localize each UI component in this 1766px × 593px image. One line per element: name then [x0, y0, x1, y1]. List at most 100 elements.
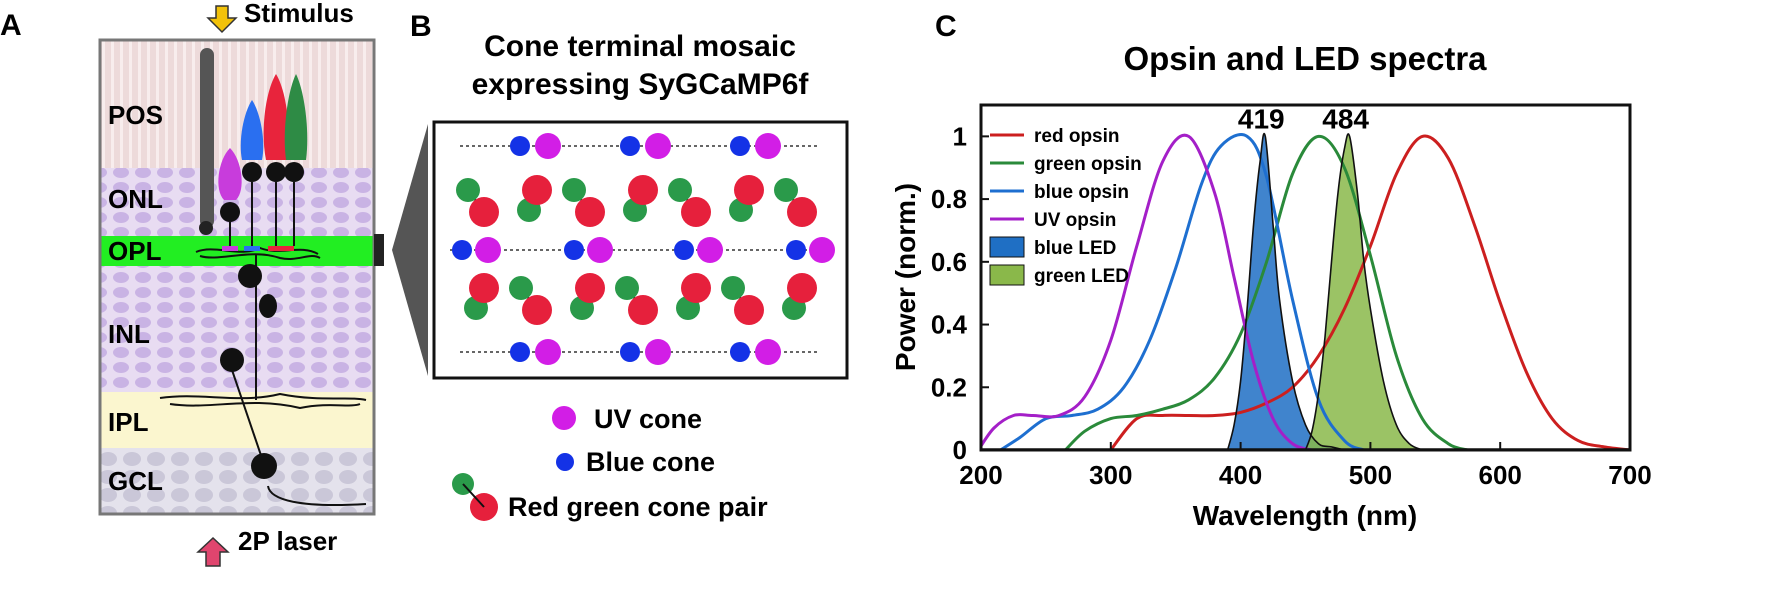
plot-area [979, 103, 1632, 452]
red-cone-terminal [787, 273, 817, 303]
legend-blue-label: Blue cone [586, 447, 715, 477]
rod-terminal [199, 221, 213, 235]
green-cone-terminal [668, 178, 692, 202]
legend-label: blue opsin [1034, 182, 1129, 203]
green-cone-terminal [721, 276, 745, 300]
green-cone-terminal [456, 178, 480, 202]
blue-cone-terminal [452, 240, 472, 260]
blue-cone-outer-segment [240, 100, 264, 160]
x-tick-label: 700 [1608, 460, 1651, 490]
y-tick-label: 1 [953, 121, 967, 151]
red-cone-terminal [522, 295, 552, 325]
panel-b-title-line1: Cone terminal mosaic [484, 30, 796, 63]
panel-a-letter: A [0, 9, 22, 42]
uv-cone-terminal [475, 237, 501, 263]
panel-c-letter: C [935, 10, 957, 43]
green-cone-terminal [562, 178, 586, 202]
blue-cone-terminal [510, 342, 530, 362]
red-cone-terminal [575, 273, 605, 303]
red-terminal-mark [268, 246, 294, 251]
blue-cone-soma [242, 162, 262, 182]
layer-gcl-cells [100, 448, 374, 514]
layer-label-pos: POS [108, 100, 163, 130]
layer-label-opl: OPL [108, 236, 162, 266]
peak-label: 419 [1238, 103, 1285, 134]
green-cone-outer-segment [284, 74, 308, 160]
chart-title: Opsin and LED spectra [1123, 40, 1487, 77]
legend-uv-marker [552, 406, 576, 430]
series-line-red-opsin [1109, 134, 1630, 450]
uv-cone-terminal [535, 133, 561, 159]
y-axis-label: Power (norm.) [890, 183, 921, 371]
layer-label-onl: ONL [108, 184, 163, 214]
legend-label: UV opsin [1034, 210, 1116, 231]
blue-cone-terminal [730, 342, 750, 362]
y-tick-label: 0.6 [931, 247, 967, 277]
x-tick-label: 300 [1089, 460, 1132, 490]
legend-uv-label: UV cone [594, 404, 702, 434]
blue-cone-terminal [786, 240, 806, 260]
series-line-blue-opsin [999, 133, 1365, 450]
green-cone-terminal [774, 178, 798, 202]
legend-blue-marker [556, 453, 574, 471]
legend-swatch [989, 236, 1025, 258]
red-cone-terminal [734, 295, 764, 325]
blue-cone-terminal [620, 342, 640, 362]
y-tick-label: 0.2 [931, 372, 967, 402]
legend-label: green LED [1034, 266, 1129, 287]
y-tick-label: 0.8 [931, 184, 967, 214]
green-cone-terminal [615, 276, 639, 300]
bipolar-soma [238, 264, 262, 288]
layer-label-gcl: GCL [108, 466, 163, 496]
x-tick-label: 600 [1479, 460, 1522, 490]
ganglion-soma [251, 453, 277, 479]
legend-pair-label: Red green cone pair [508, 492, 768, 522]
blue-terminal-mark [244, 246, 260, 251]
red-cone-terminal [681, 273, 711, 303]
uv-cone-soma [220, 202, 240, 222]
layer-ipl-band [100, 392, 374, 448]
red-cone-terminal [628, 295, 658, 325]
uv-cone-terminal [587, 237, 613, 263]
rod-cell [200, 48, 214, 228]
uv-cone-terminal [755, 339, 781, 365]
red-cone-soma [266, 162, 286, 182]
uv-cone-outer-segment [218, 148, 242, 200]
green-cone-soma [284, 162, 304, 182]
red-cone-terminal [522, 175, 552, 205]
zoom-wedge [392, 124, 428, 376]
red-cone-terminal [628, 175, 658, 205]
red-cone-terminal [575, 197, 605, 227]
y-tick-label: 0.4 [931, 310, 968, 340]
series-line-uv-opsin [981, 133, 1313, 450]
legend-label: red opsin [1034, 126, 1120, 147]
y-tick-label: 0 [953, 435, 967, 465]
legend-label: blue LED [1034, 238, 1116, 259]
laser-arrow-icon [196, 536, 230, 567]
amacrine-soma [220, 348, 244, 372]
x-tick-label: 500 [1349, 460, 1392, 490]
stimulus-arrow-icon [206, 5, 238, 34]
panel-a: A Stimulus [0, 0, 428, 567]
red-cone-terminal [681, 197, 711, 227]
x-axis-label: Wavelength (nm) [1193, 500, 1418, 531]
panel-b-letter: B [410, 10, 432, 43]
layer-label-inl: INL [108, 319, 150, 349]
uv-terminal-mark [222, 246, 238, 251]
retina-frame [98, 38, 376, 516]
uv-cone-terminal [755, 133, 781, 159]
cone-mosaic [450, 133, 835, 365]
blue-cone-terminal [674, 240, 694, 260]
blue-cone-terminal [564, 240, 584, 260]
blue-cone-terminal [510, 136, 530, 156]
uv-cone-terminal [697, 237, 723, 263]
legend-pair-link [462, 483, 485, 508]
uv-cone-terminal [535, 339, 561, 365]
layer-pos-band [100, 40, 374, 168]
green-cone-terminal [509, 276, 533, 300]
panel-b: B Cone terminal mosaic expressing SyGCaM… [410, 10, 849, 522]
